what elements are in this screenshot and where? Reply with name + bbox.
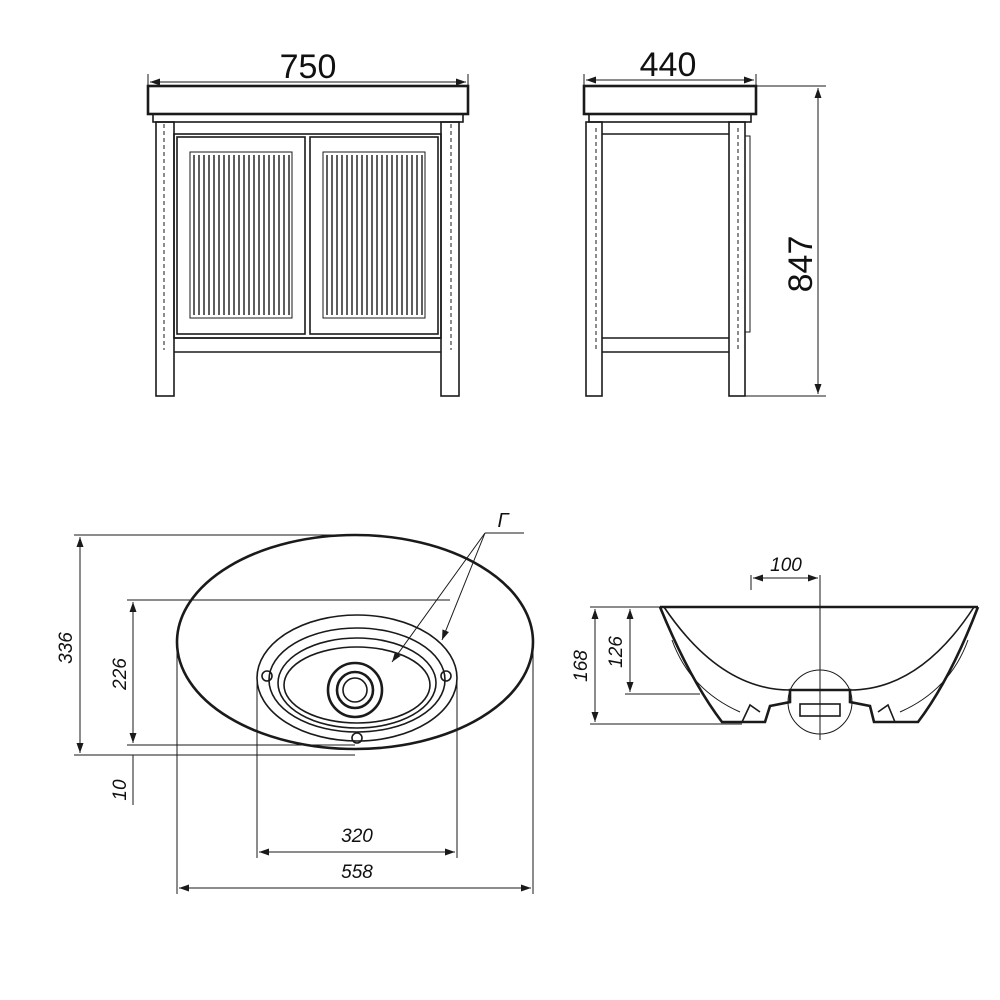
front-right-leg bbox=[440, 121, 460, 397]
front-countertop bbox=[146, 84, 470, 116]
cabinet-front-view: 750 bbox=[146, 48, 470, 397]
section-bowl-depth-label: 126 bbox=[606, 636, 627, 668]
basin-top-view: Г 336 226 10 320 558 bbox=[56, 510, 535, 894]
basin-bowl-floor bbox=[283, 646, 431, 724]
basin-drain-middle bbox=[335, 670, 375, 710]
left-door-fluting bbox=[193, 155, 290, 315]
mount-hole-bottom bbox=[351, 732, 363, 744]
basin-inner-width-label: 320 bbox=[341, 826, 373, 847]
leader-line-bowl bbox=[391, 532, 486, 663]
side-door-edge bbox=[744, 135, 751, 333]
cabinet-side-view: 440 847 bbox=[582, 46, 826, 397]
section-inner-profile bbox=[663, 606, 975, 691]
basin-inner-height-label: 226 bbox=[110, 658, 131, 691]
side-front-leg bbox=[585, 121, 603, 397]
basin-overall-width-label: 558 bbox=[341, 862, 373, 883]
side-back-leg bbox=[728, 121, 746, 397]
side-height-label: 847 bbox=[782, 236, 820, 293]
drain-width-label: 100 bbox=[770, 555, 802, 576]
side-depth-label: 440 bbox=[640, 46, 697, 84]
basin-drain-outer bbox=[326, 661, 384, 719]
front-left-leg bbox=[155, 121, 175, 397]
front-top-rail bbox=[152, 113, 464, 123]
leader-line-ring bbox=[441, 532, 486, 641]
basin-overall-height-label: 336 bbox=[56, 632, 77, 664]
mount-hole-left bbox=[261, 670, 273, 682]
section-feet bbox=[741, 703, 896, 723]
side-top-rail bbox=[588, 113, 752, 123]
front-width-label: 750 bbox=[280, 48, 337, 86]
left-door bbox=[176, 136, 306, 335]
mount-hole-right bbox=[440, 670, 452, 682]
leader-label: Г bbox=[498, 510, 511, 532]
basin-section-view: 100 168 126 bbox=[571, 555, 980, 740]
basin-drain-inner bbox=[342, 677, 368, 703]
left-door-panel bbox=[189, 151, 293, 319]
basin-offset-label: 10 bbox=[110, 779, 131, 801]
right-door-fluting bbox=[326, 155, 423, 315]
section-total-depth-label: 168 bbox=[571, 650, 592, 682]
side-countertop bbox=[582, 84, 758, 116]
basin-bowl-inner bbox=[277, 637, 437, 729]
right-door-panel bbox=[322, 151, 426, 319]
section-wall-line bbox=[671, 639, 969, 713]
right-door bbox=[309, 136, 439, 335]
